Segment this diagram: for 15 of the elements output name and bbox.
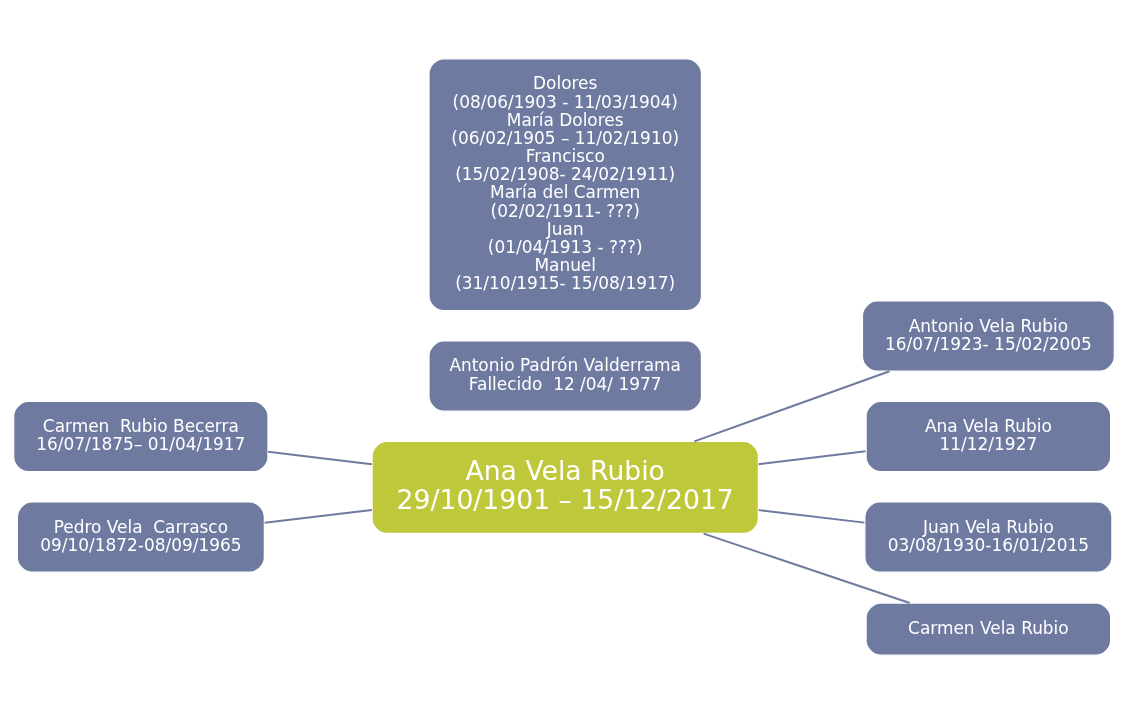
node-box: Pedro Vela Carrasco 09/10/1872-08/09/1965 (16, 500, 265, 573)
node-box: Juan Vela Rubio 03/08/1930-16/01/2015 (864, 500, 1113, 573)
node-box: Carmen Vela Rubio (865, 602, 1112, 656)
node-box: Carmen Rubio Becerra 16/07/1875– 01/04/1917 (13, 400, 269, 472)
connector (267, 450, 373, 465)
connector (702, 532, 911, 604)
connector (693, 369, 891, 442)
node-box: Ana Vela Rubio 29/10/1901 – 15/12/2017 (371, 440, 759, 534)
node-box: Antonio Vela Rubio 16/07/1923- 15/02/2005 (861, 299, 1115, 372)
node-box: Dolores (08/06/1903 - 11/03/1904) María Dolores (06/02/1905 – 11/02/1910) Francisco (15/02/1908- 24/02/1911) María del Carmen (02/02/1911- ???) Juan (01/04/1913 - ???) Manuel (31/10/1915- 15/08/1917) (428, 57, 703, 311)
node-box: Ana Vela Rubio 11/12/1927 (865, 400, 1112, 472)
connector (263, 508, 373, 524)
connector (757, 449, 867, 465)
node-box: Antonio Padrón Valderrama Fallecido 12 /04/ 1977 (428, 339, 703, 412)
connector (757, 508, 866, 524)
